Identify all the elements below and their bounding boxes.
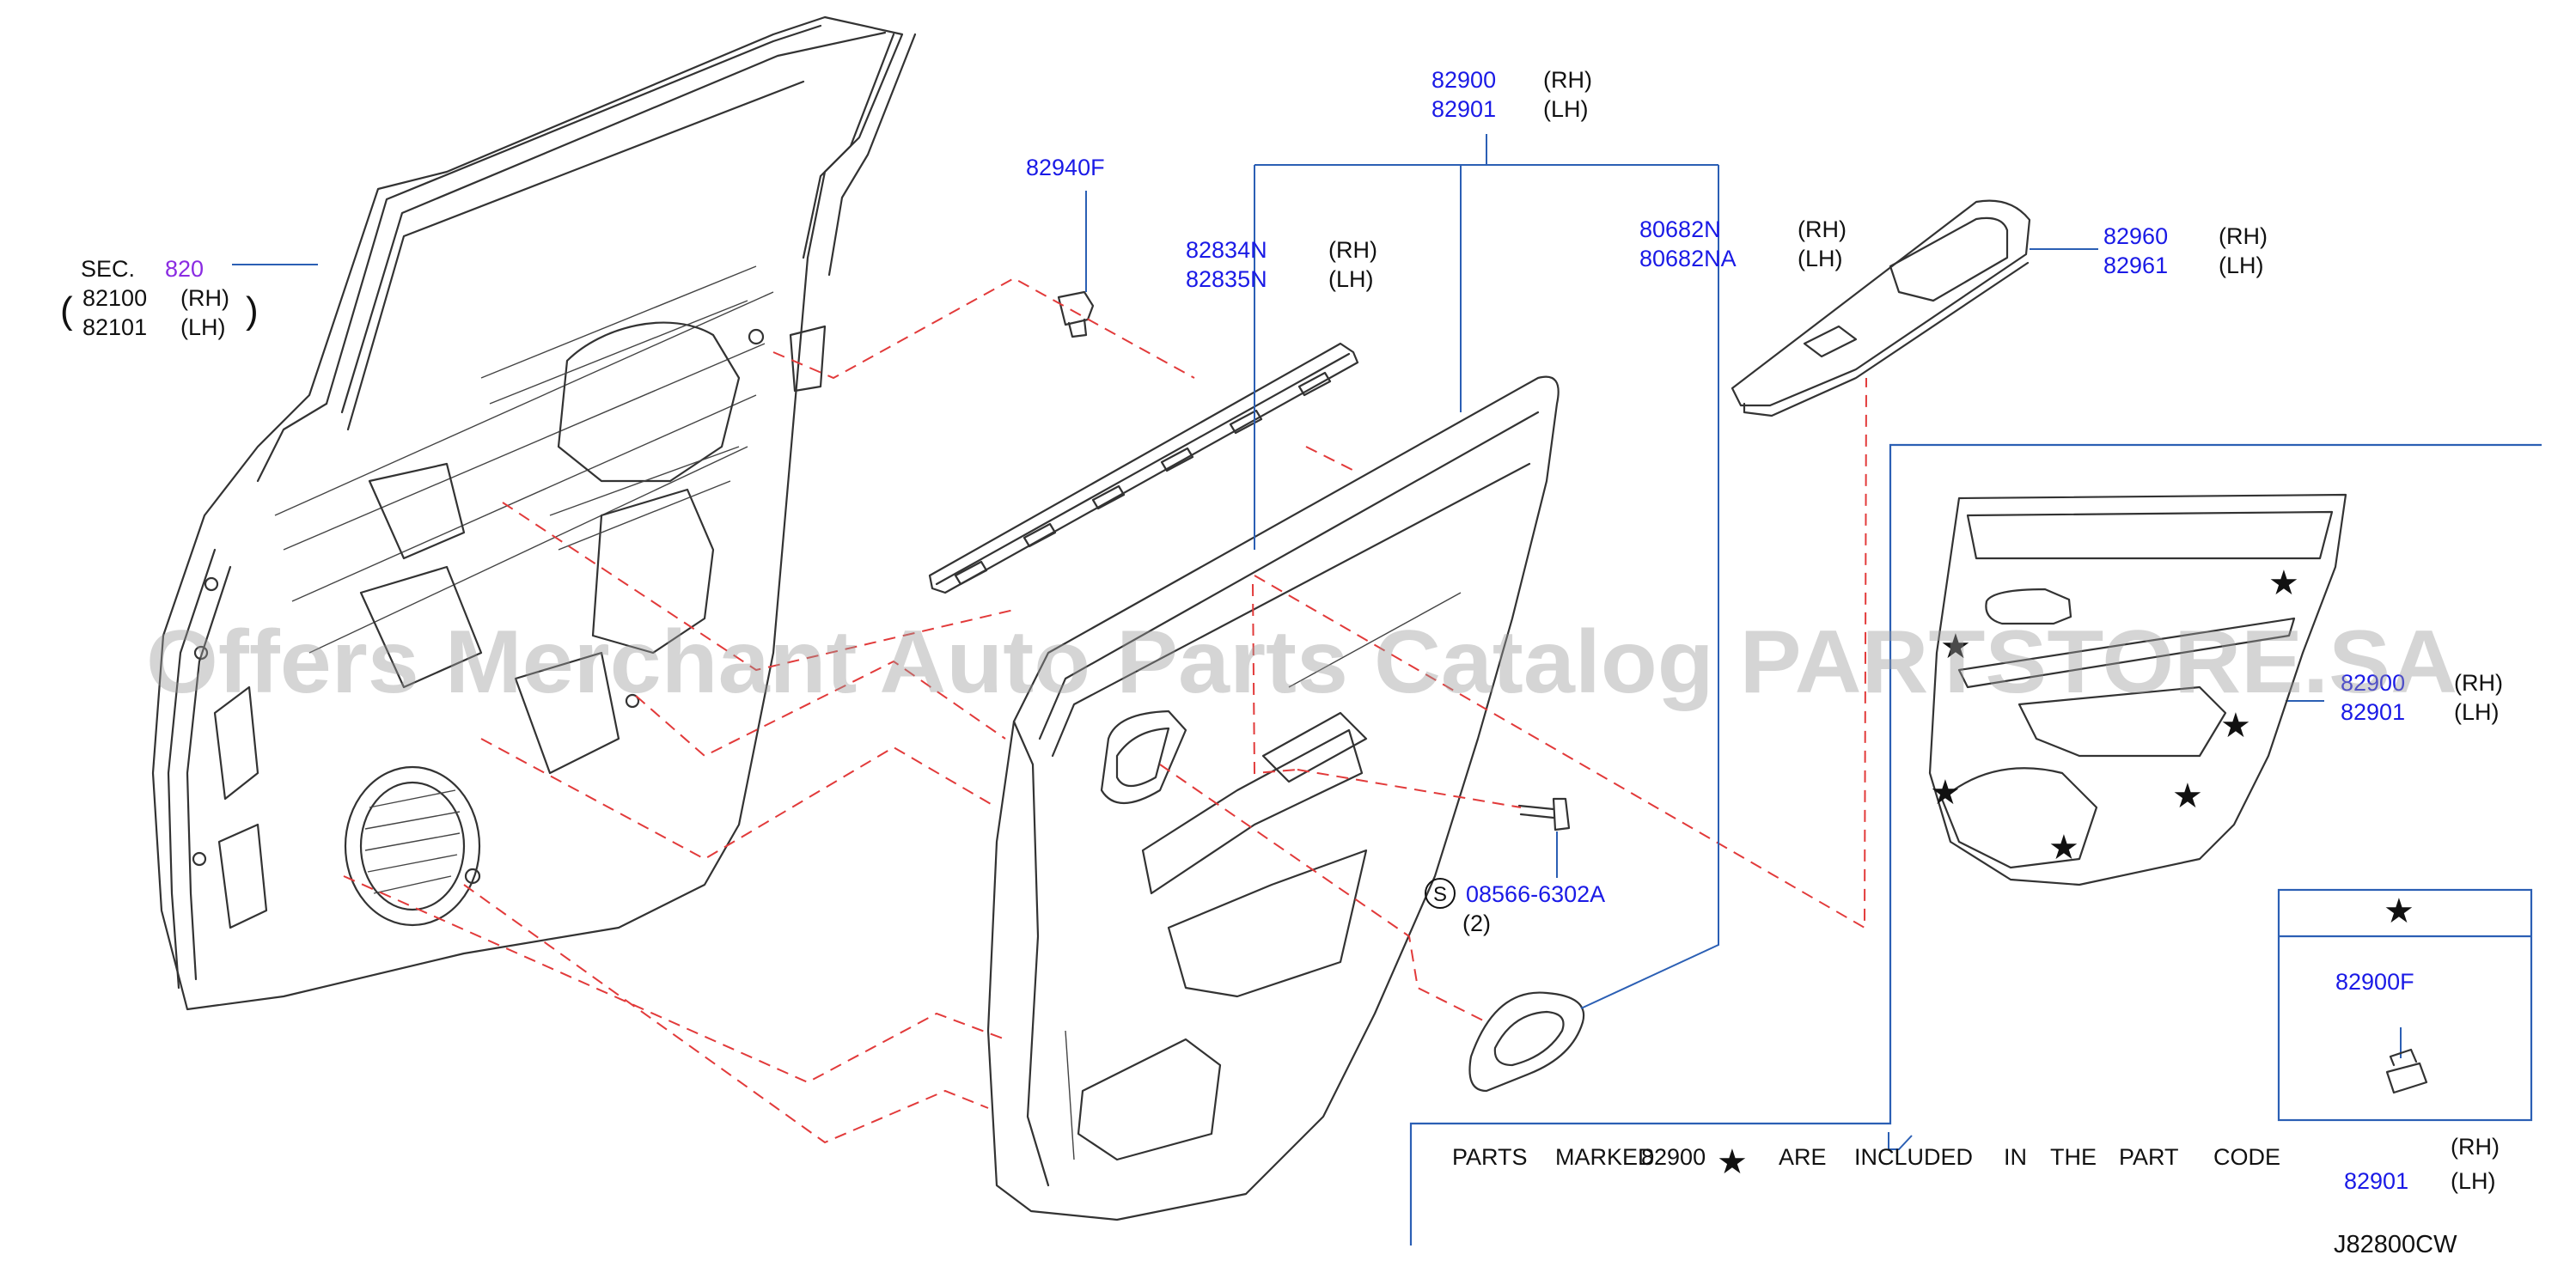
- leader-lines: [232, 134, 2402, 1150]
- switch-panel-lh-code[interactable]: 82961: [2103, 253, 2168, 278]
- strip-rh-side: (RH): [1328, 237, 1377, 263]
- inset-trim-lh-side: (LH): [2454, 699, 2500, 725]
- note-rh-code[interactable]: 82900: [2341, 1134, 2405, 1160]
- screw-drawing: [1517, 797, 1571, 831]
- star-icon: ★: [1717, 1143, 1748, 1181]
- switch-panel-rh-side: (RH): [2219, 223, 2268, 249]
- inset-trim-rh-code[interactable]: 82900: [2341, 670, 2405, 696]
- bracket-open: (: [60, 289, 73, 332]
- section-link[interactable]: 820: [165, 256, 204, 282]
- star-icon: ★: [2172, 777, 2203, 815]
- trim-lh-code[interactable]: 82901: [1431, 96, 1496, 122]
- strip-rh-code[interactable]: 82834N: [1186, 237, 1267, 263]
- door-lh-code: 82101: [82, 314, 147, 340]
- note-lh-side: (LH): [2451, 1168, 2496, 1194]
- screw-qty: (2): [1462, 911, 1491, 936]
- star-icon: ★: [1940, 628, 1971, 666]
- switch-panel-drawing: [1731, 199, 2031, 417]
- star-clip-drawing: [2385, 1048, 2428, 1094]
- switch-panel-lh-side: (LH): [2219, 253, 2264, 278]
- note-word: MARKED: [1555, 1144, 1655, 1170]
- escutcheon-rh-code[interactable]: 80682N: [1639, 216, 1721, 242]
- bracket-close: ): [246, 289, 259, 332]
- inset-trim-lh-code[interactable]: 82901: [2341, 699, 2405, 725]
- star-clip-code[interactable]: 82900F: [2335, 969, 2414, 995]
- clip-top-code[interactable]: 82940F: [1026, 155, 1105, 180]
- star-icon: ★: [1930, 774, 1961, 812]
- door-trim-panel-drawing: [986, 375, 1560, 1221]
- inset-trim-rh-side: (RH): [2454, 670, 2503, 696]
- note-word: IN: [2004, 1144, 2027, 1170]
- trim-rh-side: (RH): [1543, 67, 1592, 93]
- note-word: PART: [2119, 1144, 2179, 1170]
- star-markers: ★ ★ ★ ★ ★ ★ ★ ★: [1717, 564, 2414, 1181]
- trim-clip-drawing: [1057, 290, 1095, 338]
- screw-symbol: S: [1433, 883, 1447, 906]
- escutcheon-lh-code[interactable]: 80682NA: [1639, 246, 1737, 271]
- diagram-code: J82800CW: [2334, 1231, 2457, 1258]
- star-icon: ★: [2268, 564, 2299, 602]
- door-rh-side: (RH): [180, 285, 229, 311]
- note-lh-code[interactable]: 82901: [2344, 1168, 2408, 1194]
- strip-lh-side: (LH): [1328, 266, 1374, 292]
- switch-panel-rh-code[interactable]: 82960: [2103, 223, 2168, 249]
- note-word: CODE: [2213, 1144, 2280, 1170]
- note-word: ARE: [1779, 1144, 1827, 1170]
- screw-symbol-circle: [1425, 878, 1456, 909]
- star-icon: ★: [2384, 892, 2414, 930]
- moulding-strip-drawing: [928, 342, 1359, 594]
- star-icon: ★: [2220, 707, 2251, 745]
- trim-rh-code[interactable]: 82900: [1431, 67, 1496, 93]
- note-word: 82900: [1641, 1144, 1706, 1170]
- strip-lh-code[interactable]: 82835N: [1186, 266, 1267, 292]
- note-rh-side: (RH): [2451, 1134, 2500, 1160]
- inset-trim-panel-drawing: [1928, 493, 2347, 886]
- door-shell-drawing: [151, 15, 917, 1011]
- door-rh-code: 82100: [82, 285, 147, 311]
- note-word: INCLUDED: [1854, 1144, 1973, 1170]
- trim-lh-side: (LH): [1543, 96, 1589, 122]
- star-clip-legend-box: [2277, 888, 2533, 1122]
- screw-code[interactable]: 08566-6302A: [1466, 881, 1605, 907]
- watermark: Offers Merchant Auto Parts Catalog PARTS…: [146, 612, 2457, 712]
- escutcheon-rh-side: (RH): [1798, 216, 1847, 242]
- escutcheon-lh-side: (LH): [1798, 246, 1843, 271]
- inset-frame: [1409, 443, 2542, 1246]
- section-prefix: SEC.: [81, 256, 135, 282]
- star-icon: ★: [2048, 829, 2079, 867]
- parts-note: PARTS MARKED 82900 ARE INCLUDED IN THE P…: [1452, 1144, 2280, 1170]
- escutcheon-drawing: [1468, 991, 1585, 1093]
- door-lh-side: (LH): [180, 314, 226, 340]
- note-word: PARTS: [1452, 1144, 1528, 1170]
- note-word: THE: [2050, 1144, 2097, 1170]
- dashed-connection-lines: [343, 277, 1867, 1144]
